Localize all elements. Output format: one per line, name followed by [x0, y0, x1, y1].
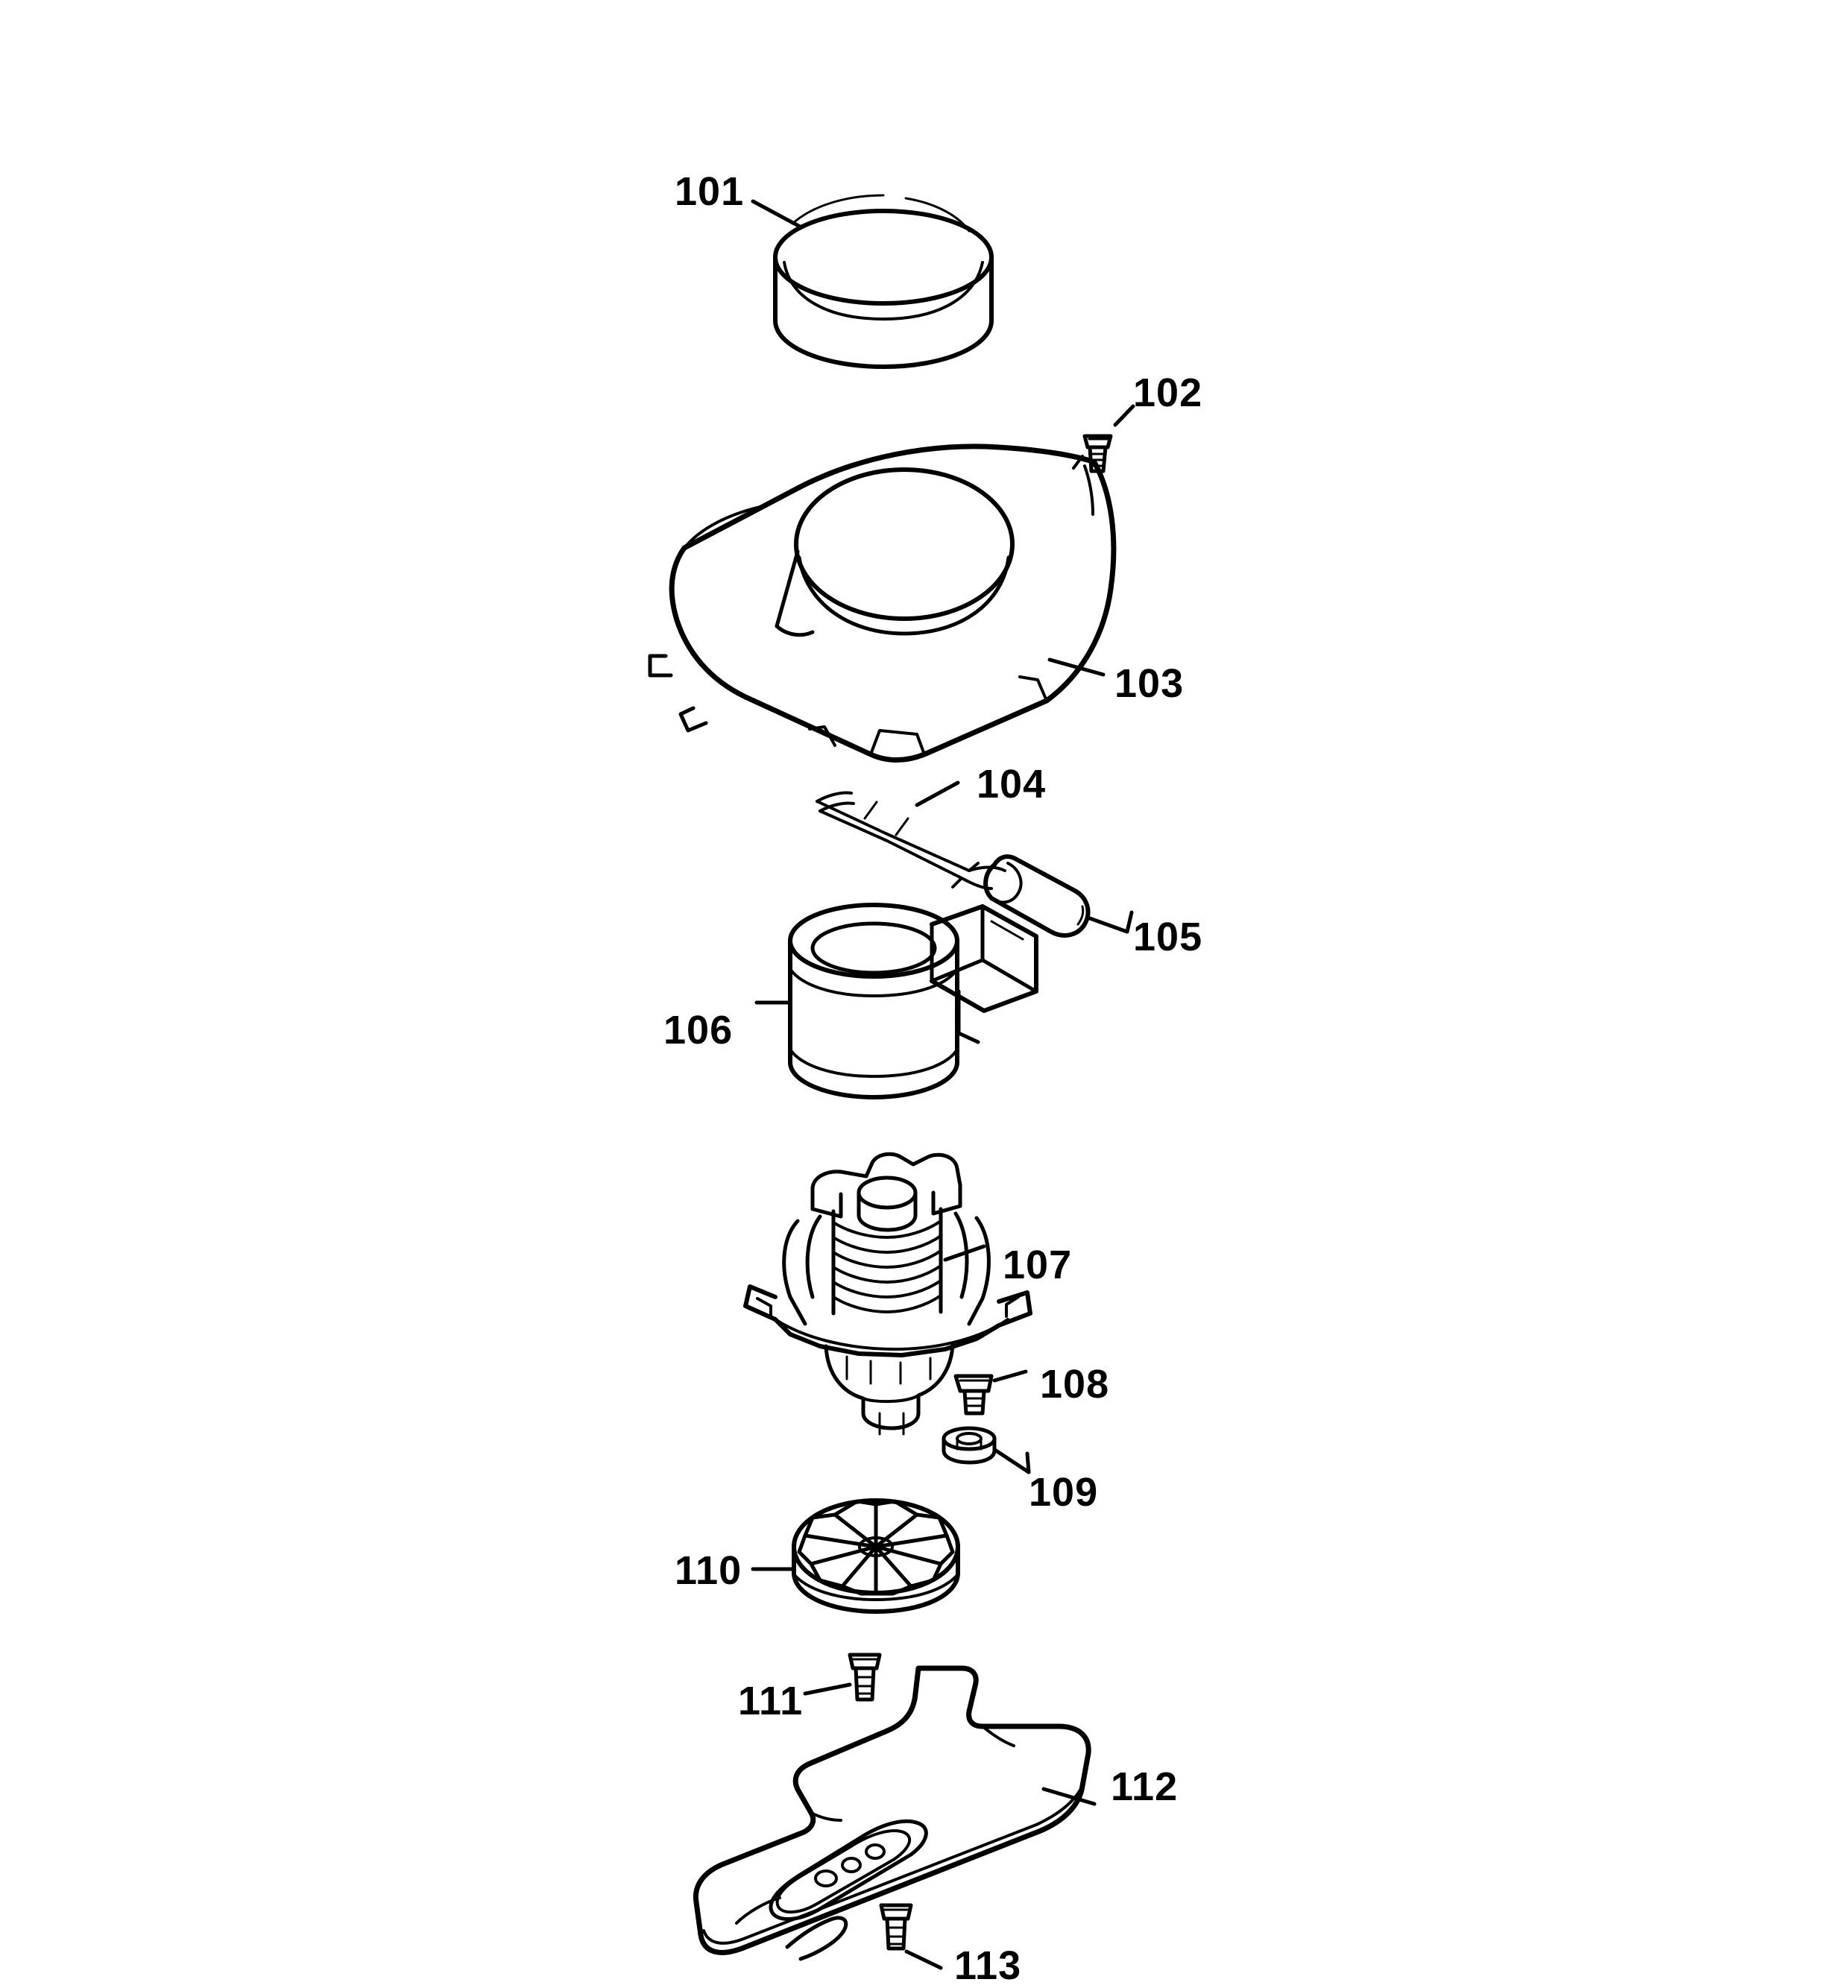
part-111-blade-bolt-upper	[848, 1653, 882, 1702]
part-103-blower-housing	[648, 444, 1117, 763]
leader-112	[1041, 1787, 1097, 1806]
callout-101: 101	[675, 169, 745, 214]
leader-102	[1113, 404, 1135, 427]
leader-111	[803, 1682, 852, 1696]
callout-110: 110	[675, 1548, 742, 1593]
part-113-blade-bolt-lower	[879, 1903, 913, 1951]
leader-105	[1088, 910, 1134, 934]
leader-109	[994, 1448, 1031, 1474]
callout-108: 108	[1040, 1362, 1110, 1407]
callout-112: 112	[1111, 1764, 1179, 1809]
part-101-air-filter-cover-drum	[773, 194, 994, 369]
callout-105: 105	[1133, 915, 1203, 959]
part-108-motor-shaft-bolt	[953, 1374, 994, 1416]
leader-107	[943, 1244, 986, 1262]
callout-104: 104	[977, 762, 1047, 807]
leader-108	[992, 1369, 1028, 1383]
leader-113	[904, 1949, 943, 1970]
part-110-impeller-fan	[792, 1498, 960, 1614]
callout-107: 107	[1003, 1243, 1073, 1287]
leader-104	[915, 780, 960, 807]
part-112-cutting-blade	[693, 1665, 1091, 1961]
part-105-capacitor	[983, 854, 1091, 938]
part-104-wire-lead	[816, 791, 1006, 890]
part-107-electric-motor	[743, 1152, 1032, 1436]
callout-111: 111	[738, 1679, 804, 1723]
leader-101	[751, 199, 804, 230]
part-109-washer-spacer	[942, 1426, 997, 1465]
callout-109: 109	[1029, 1470, 1099, 1515]
part-106-fan-shroud-ring	[788, 903, 1038, 1099]
callout-106: 106	[663, 1008, 734, 1053]
callout-103: 103	[1114, 661, 1185, 706]
callout-113: 113	[954, 1943, 1022, 1988]
leader-103	[1047, 657, 1106, 677]
callout-102: 102	[1133, 370, 1203, 415]
